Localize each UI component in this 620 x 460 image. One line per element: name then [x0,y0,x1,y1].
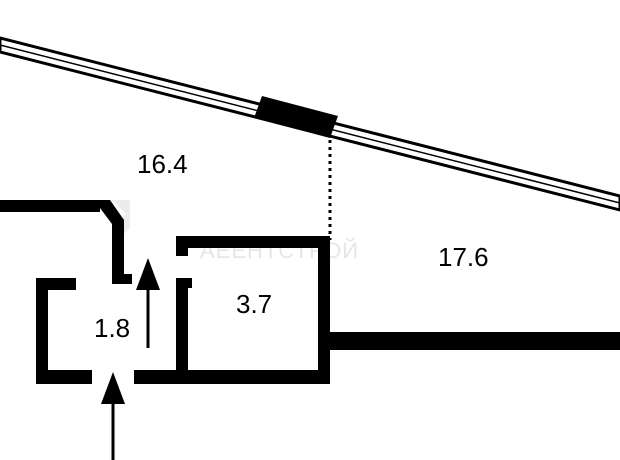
wall-hall-right-stub [112,224,124,276]
wall-small-room-top [176,236,330,248]
wall-small-room-left-lower [176,278,188,384]
wall-hall-bottom-left [36,370,92,384]
room-area-large: 17.6 [438,242,489,272]
wall-large-room-bottom [318,332,620,350]
wall-upper-left [0,200,100,212]
slanted-exterior-wall [0,36,620,212]
wall-large-room-left [318,236,330,384]
room-area-hall: 1.8 [94,313,130,343]
room-area-main: 16.4 [137,149,188,179]
wall-small-room-left-jog [176,278,192,288]
wall-hall-left [36,278,48,384]
wall-hall-top-right [112,274,132,284]
inner-arrow-head [136,258,160,290]
wall-small-room-left-upper [176,236,188,256]
entry-arrows [101,258,160,460]
window-block [254,96,338,138]
entrance-arrow-head [101,372,125,404]
wall-hall-bottom-right [134,370,330,384]
walls [0,200,620,384]
room-area-small: 3.7 [236,289,272,319]
